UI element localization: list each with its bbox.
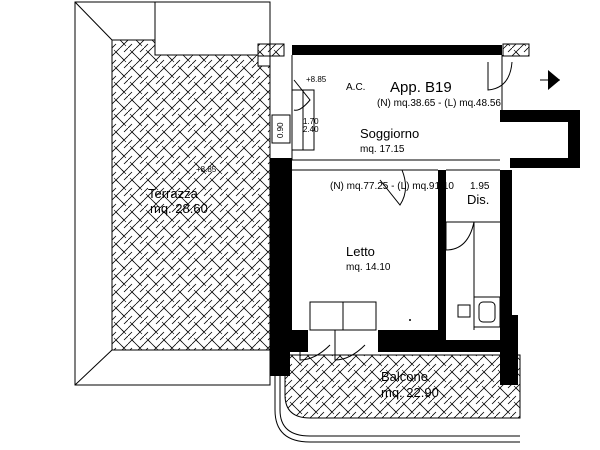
room-terrazza-name: Terrazza	[148, 186, 199, 201]
fixtures	[271, 70, 560, 321]
unit-areas: (N) mq.38.65 - (L) mq.48.56	[377, 98, 501, 109]
mid-area-note: (N) mq.77.25 - (L) mq.91.10	[330, 181, 454, 192]
room-dis-area: 1.95	[470, 181, 490, 192]
walls	[270, 45, 580, 385]
level-terrace: +8.85	[196, 165, 217, 174]
window-dim-b: 2.40	[303, 125, 319, 134]
labels: A.C. App. B19 (N) mq.38.65 - (L) mq.48.5…	[148, 75, 501, 400]
window-dim-side: 0.90	[276, 122, 285, 138]
room-soggiorno-name: Soggiorno	[360, 126, 419, 141]
balcony-area	[274, 354, 521, 443]
door-swings	[293, 61, 513, 361]
room-dis-name: Dis.	[467, 192, 489, 207]
window-dim-a: 1.70	[303, 117, 319, 126]
wall-caps	[257, 43, 530, 381]
room-letto-name: Letto	[346, 244, 375, 259]
unit-name: App. B19	[390, 79, 452, 96]
terrace-area	[74, 1, 271, 386]
room-letto-area: mq. 14.10	[346, 262, 391, 273]
room-balcone-area: mq. 22.90	[381, 385, 439, 400]
room-balcone-name: Balcone	[381, 369, 428, 384]
level-top: +8.85	[306, 75, 327, 84]
room-soggiorno-area: mq. 17.15	[360, 144, 405, 155]
ac-label: A.C.	[346, 82, 365, 93]
room-terrazza-area: mq. 28.60	[150, 201, 208, 216]
